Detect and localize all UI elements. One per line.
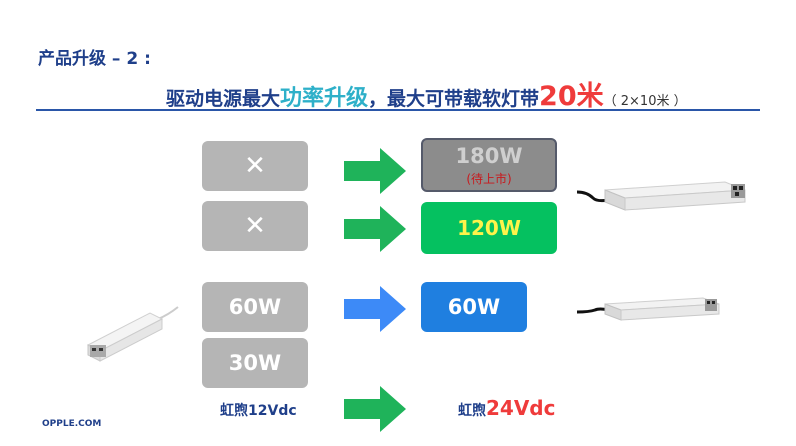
headline-note: （ 2×10米 ） — [603, 94, 687, 109]
caption-24vdc-prefix: 虹煦 — [458, 403, 486, 419]
arrow-right-icon — [344, 206, 406, 252]
caption-12vdc-prefix: 虹煦 — [220, 403, 248, 419]
box-60w-upgraded-label: 60W — [447, 295, 501, 319]
box-120w-label: 120W — [457, 216, 521, 240]
arrow-right-icon — [344, 386, 406, 432]
left-box-unavailable-2: ✕ — [202, 201, 308, 251]
title-divider — [36, 109, 760, 111]
box-180w-label: 180W — [455, 143, 523, 168]
headline-length: 20米 — [539, 81, 604, 112]
box-180w: 180W (待上市) — [421, 138, 557, 192]
box-60w-upgraded: 60W — [421, 282, 527, 332]
footer-brand: OPPLE.COM — [42, 419, 102, 429]
driver-60w-image — [576, 297, 720, 321]
arrow-right-icon — [344, 148, 406, 194]
left-box-30w-label: 30W — [228, 351, 282, 375]
headline-part3: ，最大可带载软灯带 — [368, 88, 540, 110]
cross-icon: ✕ — [244, 151, 266, 181]
slide-headline: 驱动电源最大功率升级，最大可带载软灯带20米（ 2×10米 ） — [166, 74, 687, 113]
driver-180w-image — [576, 181, 746, 211]
cross-icon: ✕ — [244, 211, 266, 241]
driver-12vdc-image — [86, 306, 179, 362]
caption-24vdc-value: 24Vdc — [486, 396, 556, 420]
left-box-30w: 30W — [202, 338, 308, 388]
headline-highlight: 功率升级 — [280, 86, 369, 111]
caption-12vdc-value: 12Vdc — [248, 403, 297, 419]
caption-12vdc: 虹煦12Vdc — [220, 400, 297, 420]
box-180w-status: (待上市) — [466, 171, 512, 186]
caption-24vdc: 虹煦24Vdc — [458, 396, 555, 420]
arrow-right-icon — [344, 286, 406, 332]
left-box-unavailable-1: ✕ — [202, 141, 308, 191]
left-box-60w: 60W — [202, 282, 308, 332]
left-box-60w-label: 60W — [228, 295, 282, 319]
headline-part1: 驱动电源最大 — [166, 88, 281, 110]
box-120w: 120W — [421, 202, 557, 254]
slide-title: 产品升级 – 2 : — [38, 49, 151, 69]
